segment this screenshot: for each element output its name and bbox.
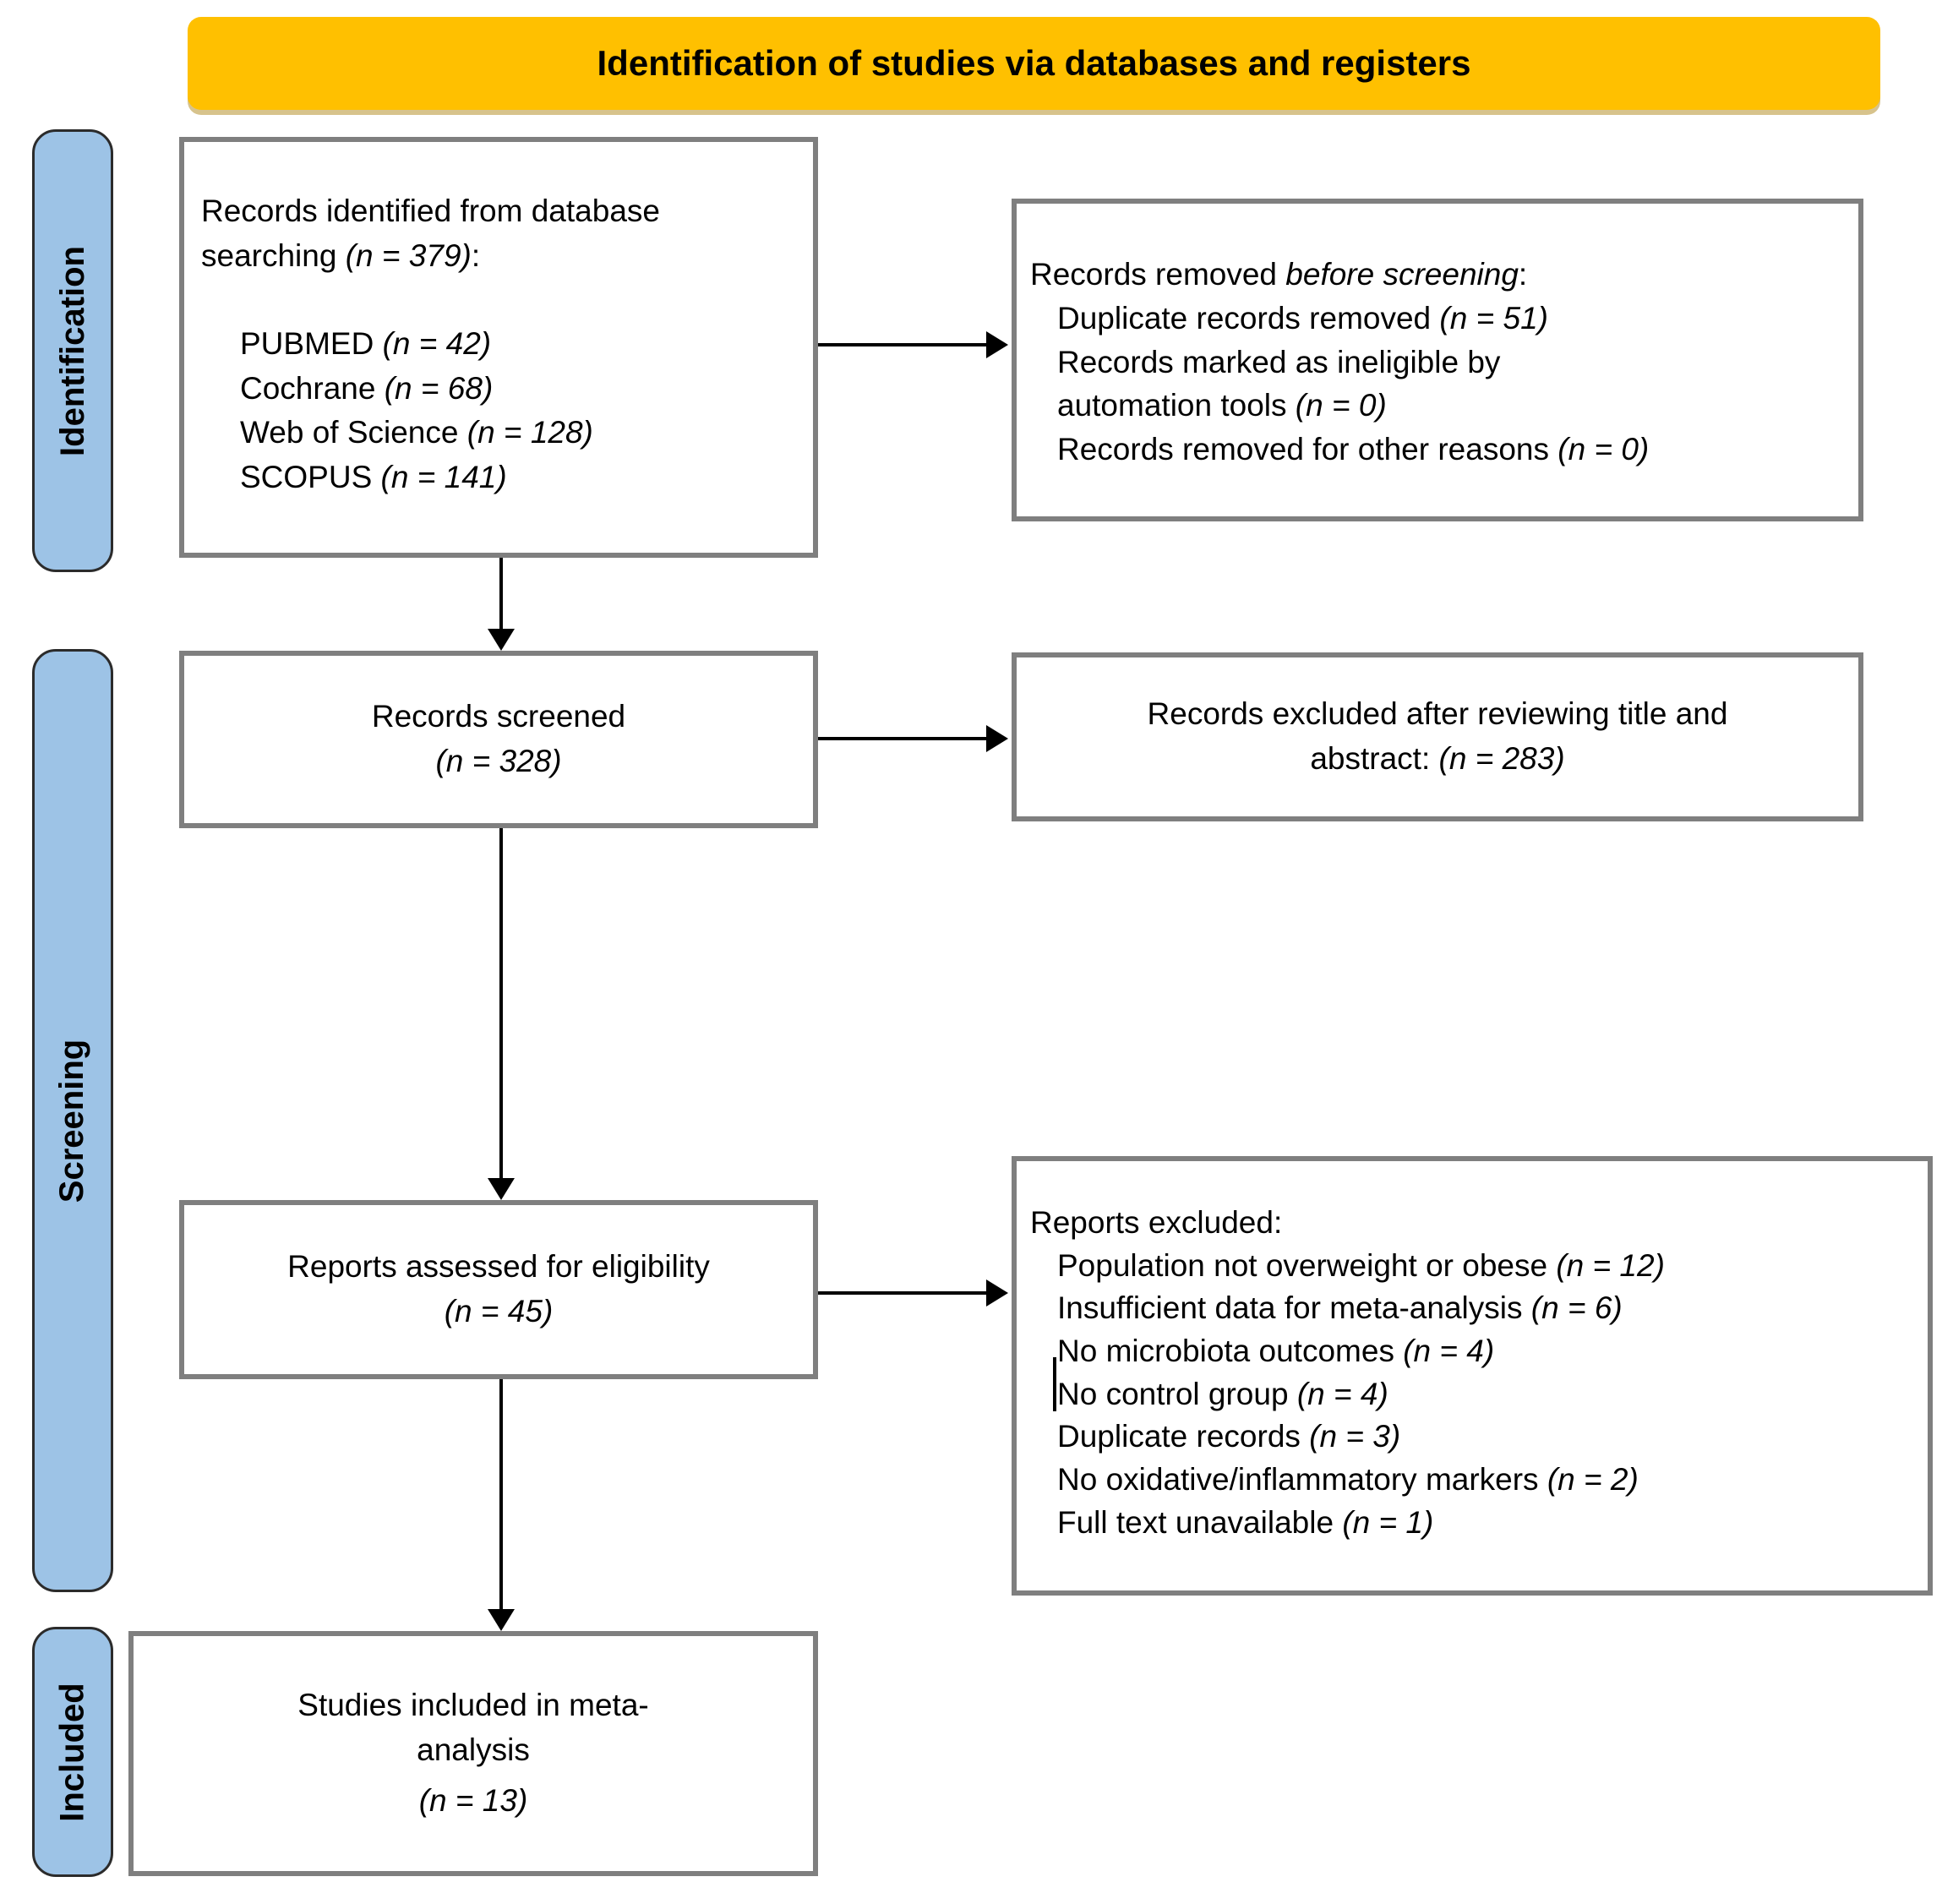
arrow-screened-to-excluded-line	[818, 737, 990, 740]
excluded-item-no-microbiota: No microbiota outcomes (n = 4)	[1057, 1334, 1495, 1369]
arrow-identified-to-screened-line	[499, 558, 503, 634]
excluded-item-no-markers: No oxidative/inflammatory markers (n = 2…	[1057, 1462, 1639, 1498]
box-records-excluded-title-abstract: Records excluded after reviewing title a…	[1012, 652, 1863, 821]
arrow-assessed-to-excluded-line	[818, 1291, 990, 1295]
records-excluded-text: Records excluded after reviewing title a…	[1147, 696, 1728, 776]
diagram-title: Identification of studies via databases …	[597, 43, 1471, 83]
reports-excluded-list: Population not overweight or obese (n = …	[1030, 1245, 1912, 1545]
box-records-screened: Records screened (n = 328)	[179, 651, 818, 828]
arrow-identified-to-screened-head	[488, 629, 515, 651]
stage-label-identification: Identification	[53, 245, 91, 456]
records-removed-list: Duplicate records removed (n = 51) Recor…	[1030, 297, 1843, 472]
records-screened-count: (n = 328)	[435, 744, 562, 778]
records-identified-source-list: PUBMED (n = 42) Cochrane (n = 68) Web of…	[201, 322, 793, 499]
arrow-assessed-to-included-head	[488, 1609, 515, 1631]
source-item-web-of-science: Web of Science (n = 128)	[240, 415, 593, 450]
stage-label-included: Included	[53, 1682, 91, 1822]
text-cursor-artifact	[1053, 1357, 1056, 1411]
records-screened-label: Records screened	[371, 699, 626, 734]
studies-included-count: (n = 13)	[418, 1783, 528, 1819]
reports-assessed-count: (n = 45)	[444, 1294, 554, 1328]
excluded-item-full-text-unavailable: Full text unavailable (n = 1)	[1057, 1504, 1434, 1540]
removed-item-other-reasons: Records removed for other reasons (n = 0…	[1057, 432, 1650, 467]
arrow-assessed-to-included-line	[499, 1379, 503, 1614]
excluded-item-no-control-group: No control group (n = 4)	[1057, 1376, 1388, 1411]
records-removed-heading: Records removed before screening:	[1030, 257, 1528, 292]
arrow-screened-to-assessed-head	[488, 1178, 515, 1200]
source-item-scopus: SCOPUS (n = 141)	[240, 459, 507, 494]
box-reports-excluded: Reports excluded: Population not overwei…	[1012, 1156, 1933, 1596]
reports-assessed-label: Reports assessed for eligibility	[287, 1249, 710, 1285]
box-records-identified: Records identified from database searchi…	[179, 137, 818, 558]
box-records-removed: Records removed before screening: Duplic…	[1012, 199, 1863, 521]
removed-item-duplicates: Duplicate records removed (n = 51)	[1057, 300, 1548, 336]
box-studies-included: Studies included in meta- analysis (n = …	[128, 1631, 818, 1876]
arrow-assessed-to-excluded-head	[986, 1279, 1008, 1307]
records-identified-intro: Records identified from database searchi…	[201, 194, 660, 273]
box-reports-assessed: Reports assessed for eligibility (n = 45…	[179, 1200, 818, 1379]
stage-bar-included: Included	[32, 1627, 113, 1877]
diagram-header-band: Identification of studies via databases …	[188, 17, 1880, 110]
arrow-identified-to-removed-line	[818, 343, 990, 346]
excluded-item-duplicate-records: Duplicate records (n = 3)	[1057, 1419, 1401, 1454]
reports-excluded-heading: Reports excluded:	[1030, 1205, 1283, 1240]
stage-bar-screening: Screening	[32, 649, 113, 1592]
stage-label-screening: Screening	[53, 1039, 91, 1203]
studies-included-label: Studies included in meta- analysis	[297, 1688, 649, 1767]
arrow-identified-to-removed-head	[986, 331, 1008, 358]
excluded-item-insufficient-data: Insufficient data for meta-analysis (n =…	[1057, 1290, 1623, 1326]
source-item-cochrane: Cochrane (n = 68)	[240, 370, 494, 406]
excluded-item-population: Population not overweight or obese (n = …	[1057, 1247, 1665, 1283]
source-item-pubmed: PUBMED (n = 42)	[240, 326, 492, 362]
arrow-screened-to-assessed-line	[499, 828, 503, 1183]
arrow-screened-to-excluded-head	[986, 725, 1008, 752]
stage-bar-identification: Identification	[32, 129, 113, 572]
removed-item-automation: Records marked as ineligible by automati…	[1057, 344, 1501, 423]
